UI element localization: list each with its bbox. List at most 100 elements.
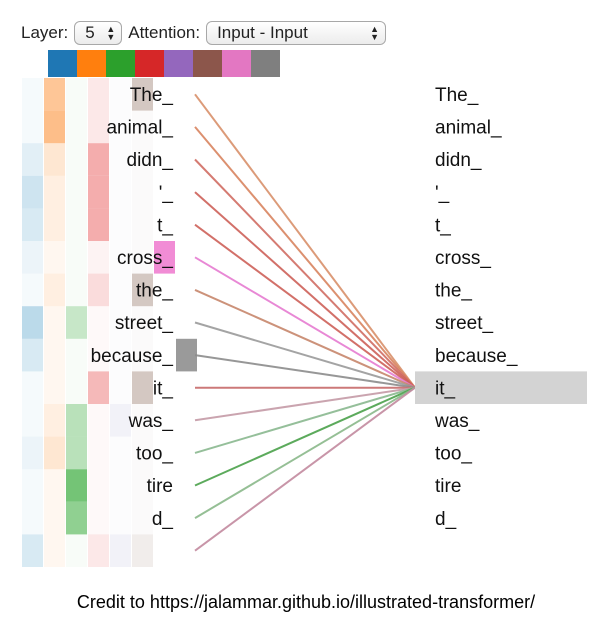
heatmap-cell <box>110 143 131 176</box>
head-color-swatch-6[interactable] <box>193 50 222 77</box>
heatmap-cell <box>132 338 153 372</box>
heatmap-cell <box>44 78 65 111</box>
right-token[interactable]: animal_ <box>435 118 502 139</box>
left-token[interactable]: tire <box>147 476 173 497</box>
right-token[interactable]: didn_ <box>435 150 482 171</box>
heatmap-cell <box>22 469 43 502</box>
attention-line <box>194 386 416 487</box>
heatmap-cell <box>44 306 65 339</box>
right-token[interactable]: cross_ <box>435 248 491 269</box>
heatmap-cell <box>44 273 65 307</box>
right-token[interactable]: was_ <box>434 411 480 432</box>
left-token[interactable]: was_ <box>128 411 174 432</box>
attention-line <box>194 256 416 389</box>
right-token[interactable]: it_ <box>435 378 456 399</box>
right-token[interactable]: street_ <box>435 313 494 334</box>
left-token[interactable]: street_ <box>115 313 174 334</box>
heatmap-cell <box>132 175 153 209</box>
layer-label: Layer: <box>21 23 69 42</box>
right-token[interactable]: the_ <box>435 281 472 302</box>
heatmap-cell <box>22 273 43 307</box>
attention-line <box>194 288 416 389</box>
layer-value: 5 <box>85 23 95 42</box>
heatmap-cell <box>88 175 109 209</box>
head-color-swatch-3[interactable] <box>106 50 135 77</box>
heatmap-cell <box>44 241 65 274</box>
heatmap-cell <box>110 78 131 111</box>
heatmap-cell <box>66 404 87 437</box>
heatmap-cell <box>44 110 65 144</box>
heatmap-cell <box>110 469 131 502</box>
right-token[interactable]: d_ <box>435 509 457 530</box>
right-token-column: The_ animal_ didn_ '_ t_ cross_ the_ street_bec… <box>415 85 587 530</box>
heatmap-cell <box>88 436 109 470</box>
heatmap-cell <box>132 404 153 437</box>
heatmap-cell <box>88 469 109 502</box>
heatmap-cell <box>132 241 153 274</box>
left-token[interactable]: it_ <box>153 378 174 399</box>
layer-select[interactable]: 5 ▲▼ <box>74 21 123 45</box>
heatmap-cell <box>88 78 109 111</box>
heatmap-cell <box>44 501 65 535</box>
heatmap-cell <box>110 175 131 209</box>
attention-label: Attention: <box>128 23 201 42</box>
heatmap-cell <box>110 208 131 241</box>
head-color-swatch-8[interactable] <box>251 50 280 77</box>
head-color-swatch-1[interactable] <box>48 50 77 77</box>
right-token[interactable]: too_ <box>435 444 472 465</box>
left-token[interactable]: t_ <box>157 215 173 236</box>
heatmap-cell <box>22 241 43 274</box>
attention-line <box>194 321 416 389</box>
left-token[interactable]: d_ <box>152 509 174 530</box>
heatmap-cell <box>176 338 197 372</box>
heatmap-cell <box>66 241 87 274</box>
heatmap-cell <box>132 273 153 307</box>
left-token[interactable]: cross_ <box>117 248 173 269</box>
heatmap-cell <box>66 143 87 176</box>
heatmap-cell <box>66 436 87 470</box>
heatmap-cell <box>110 110 131 144</box>
heatmap-cell <box>132 469 153 502</box>
attention-line <box>194 158 416 389</box>
heatmap-cell <box>22 208 43 241</box>
head-color-swatch-5[interactable] <box>164 50 193 77</box>
heatmap-cell <box>110 306 131 339</box>
heatmap-cell <box>110 501 131 535</box>
heatmap-cell <box>110 273 131 307</box>
right-token[interactable]: '_ <box>435 183 450 204</box>
attention-select[interactable]: Input - Input ▲▼ <box>206 21 387 45</box>
right-token[interactable]: The_ <box>435 85 479 106</box>
left-token[interactable]: The_ <box>130 85 174 106</box>
heatmap-cell <box>132 110 153 144</box>
attention-line <box>194 354 416 389</box>
heatmap-cell <box>44 338 65 372</box>
left-token[interactable]: '_ <box>159 183 174 204</box>
left-token[interactable]: animal_ <box>106 118 173 139</box>
heatmap-cell <box>22 534 43 567</box>
attention-line <box>194 223 416 389</box>
heatmap-cell <box>66 110 87 144</box>
heatmap-cell <box>110 371 131 404</box>
head-color-selector <box>48 50 280 77</box>
left-token-column: The_ animal_ didn_ '_ t_ cross_ the_ street_bec… <box>91 85 174 530</box>
heatmap-cell <box>88 534 109 567</box>
right-token[interactable]: because_ <box>435 346 518 367</box>
right-token[interactable]: tire <box>435 476 461 497</box>
left-token[interactable]: too_ <box>136 444 173 465</box>
heatmap-cell <box>154 241 175 274</box>
attention-lines <box>194 93 416 552</box>
head-color-swatch-4[interactable] <box>135 50 164 77</box>
heatmap-cell <box>66 273 87 307</box>
heatmap-cell <box>44 404 65 437</box>
right-token[interactable]: t_ <box>435 215 451 236</box>
left-token[interactable]: the_ <box>136 281 173 302</box>
heatmap-cell <box>22 338 43 372</box>
heatmap-cell <box>110 404 131 437</box>
left-token[interactable]: because_ <box>91 346 174 367</box>
head-color-swatch-2[interactable] <box>77 50 106 77</box>
heatmap-cell <box>66 371 87 404</box>
head-color-swatch-7[interactable] <box>222 50 251 77</box>
heatmap-cell <box>22 436 43 470</box>
left-token[interactable]: didn_ <box>127 150 174 171</box>
attention-line <box>194 386 416 552</box>
